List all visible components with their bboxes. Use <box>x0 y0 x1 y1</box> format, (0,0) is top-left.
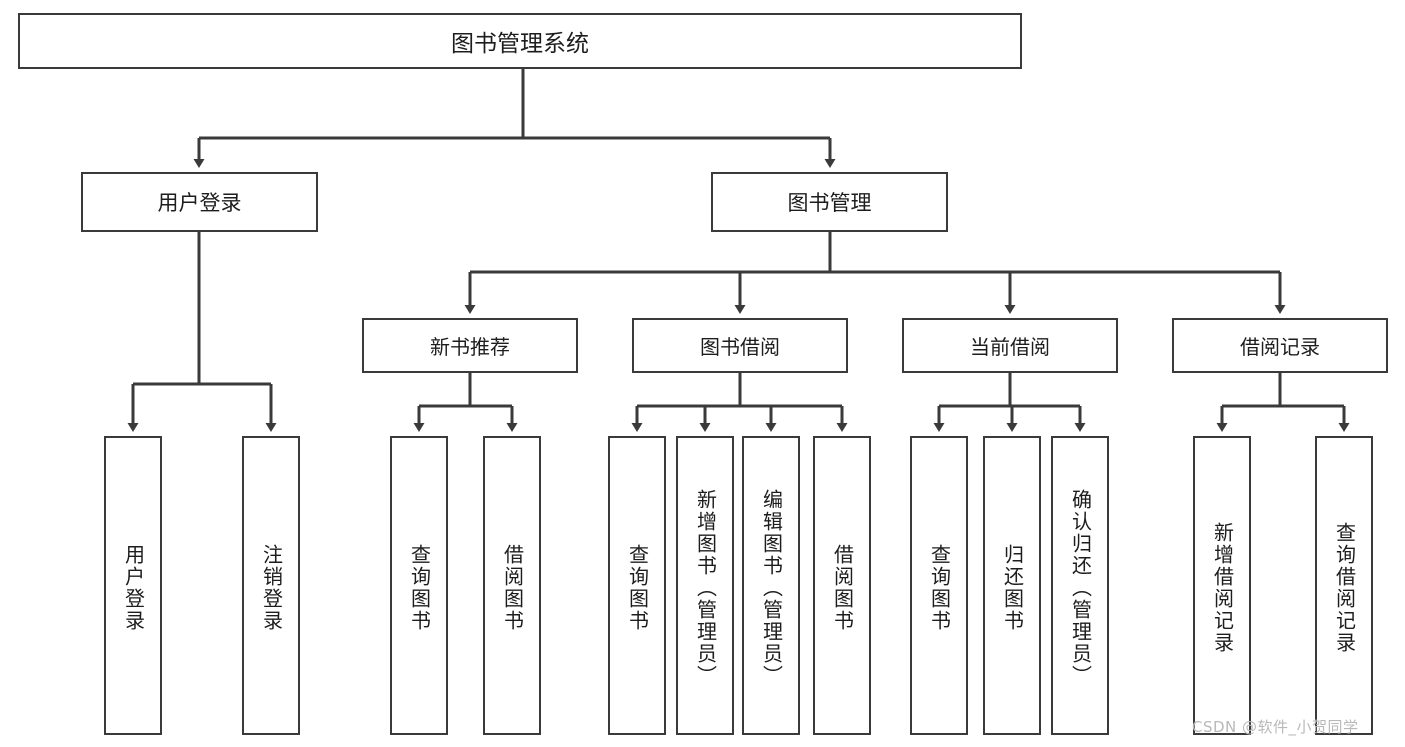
node-new-book-rec-label: 新书推荐 <box>430 335 510 359</box>
node-book-manage[interactable]: 图书管理 <box>711 172 948 232</box>
node-current-borrow-label: 当前借阅 <box>970 335 1050 359</box>
node-current-borrow[interactable]: 当前借阅 <box>902 318 1118 373</box>
node-leaf-add-record-label: 新增借阅记录 <box>1210 521 1235 654</box>
node-root-label: 图书管理系统 <box>451 31 589 57</box>
node-leaf-confirm-return-label: 确认归还（管理员） <box>1068 488 1093 687</box>
node-leaf-query-book-borrow-label: 查询图书 <box>625 543 650 632</box>
node-leaf-borrow-book-rec[interactable]: 借阅图书 <box>483 436 541 735</box>
node-leaf-edit-book[interactable]: 编辑图书（管理员） <box>742 436 800 735</box>
node-leaf-borrow-book[interactable]: 借阅图书 <box>813 436 871 735</box>
node-user-login-label: 用户登录 <box>157 191 242 215</box>
node-book-manage-label: 图书管理 <box>787 191 872 215</box>
node-leaf-user-login[interactable]: 用户登录 <box>104 436 162 735</box>
node-leaf-query-book-borrow[interactable]: 查询图书 <box>608 436 666 735</box>
node-leaf-borrow-book-label: 借阅图书 <box>830 543 855 632</box>
node-root[interactable]: 图书管理系统 <box>18 13 1022 69</box>
node-leaf-borrow-book-rec-label: 借阅图书 <box>500 543 525 632</box>
node-book-borrow-label: 图书借阅 <box>700 335 780 359</box>
node-leaf-query-book-rec[interactable]: 查询图书 <box>390 436 448 735</box>
node-leaf-add-record[interactable]: 新增借阅记录 <box>1193 436 1251 735</box>
node-new-book-rec[interactable]: 新书推荐 <box>362 318 578 373</box>
node-book-borrow[interactable]: 图书借阅 <box>632 318 848 373</box>
node-borrow-record[interactable]: 借阅记录 <box>1172 318 1388 373</box>
node-leaf-add-book-label: 新增图书（管理员） <box>693 488 718 687</box>
node-leaf-query-book-cur-label: 查询图书 <box>927 543 952 632</box>
node-leaf-add-book[interactable]: 新增图书（管理员） <box>676 436 734 735</box>
watermark: CSDN @软件_小贺同学 <box>1192 718 1359 736</box>
node-leaf-confirm-return[interactable]: 确认归还（管理员） <box>1051 436 1109 735</box>
node-leaf-edit-book-label: 编辑图书（管理员） <box>759 488 784 687</box>
node-user-login[interactable]: 用户登录 <box>81 172 318 232</box>
node-leaf-return-book[interactable]: 归还图书 <box>983 436 1041 735</box>
node-leaf-user-login-label: 用户登录 <box>121 543 146 632</box>
node-leaf-query-book-cur[interactable]: 查询图书 <box>910 436 968 735</box>
node-leaf-logout-login-label: 注销登录 <box>259 543 284 632</box>
node-leaf-query-record[interactable]: 查询借阅记录 <box>1315 436 1373 735</box>
node-leaf-query-record-label: 查询借阅记录 <box>1332 521 1357 654</box>
node-leaf-return-book-label: 归还图书 <box>1000 543 1025 632</box>
node-leaf-query-book-rec-label: 查询图书 <box>407 543 432 632</box>
node-leaf-logout-login[interactable]: 注销登录 <box>242 436 300 735</box>
node-borrow-record-label: 借阅记录 <box>1240 335 1320 359</box>
